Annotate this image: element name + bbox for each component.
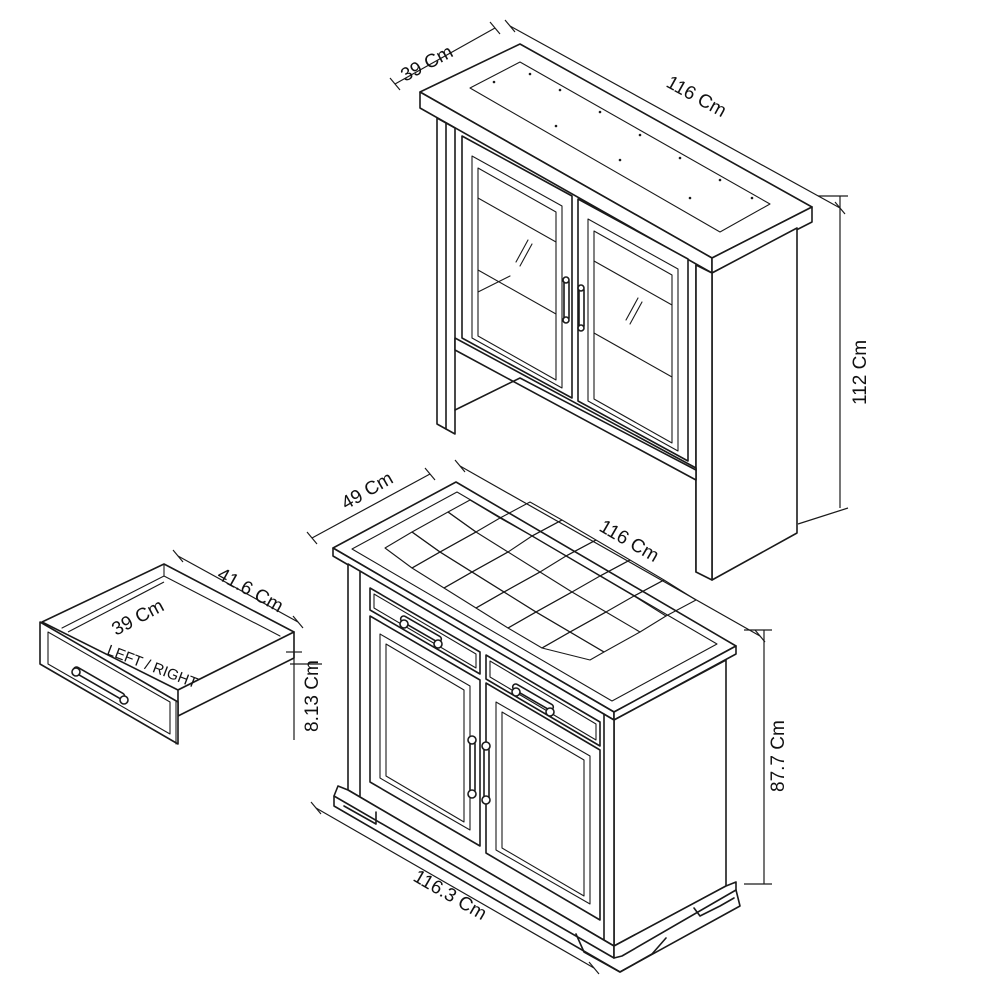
hutch-top-side-edge bbox=[711, 206, 813, 274]
drawer-pulls bbox=[399, 615, 555, 717]
hutch-bottom-rail bbox=[454, 337, 697, 481]
hutch-top-screws bbox=[492, 72, 754, 200]
sideboard-unit bbox=[332, 481, 741, 973]
hutch-back-base bbox=[454, 377, 697, 471]
hutch-top-recess bbox=[469, 61, 771, 233]
hutch-unit bbox=[419, 43, 813, 581]
sideboard-left-door bbox=[369, 615, 481, 847]
sideboard-top-pattern bbox=[384, 499, 697, 661]
sideboard-dimension-lines bbox=[306, 459, 772, 975]
hutch-dimension-lines bbox=[389, 19, 849, 525]
hutch-door-handles bbox=[562, 276, 585, 332]
hutch-left-door bbox=[461, 135, 573, 399]
hutch-right-post bbox=[695, 264, 713, 581]
hutch-width-label: 116 Cm bbox=[663, 72, 730, 122]
drawer-dimension-lines bbox=[67, 549, 322, 740]
sideboard-door-handles bbox=[467, 735, 491, 805]
drawer-height-label: 8.13 Cm bbox=[302, 660, 323, 732]
hutch-right-door bbox=[577, 198, 689, 462]
sideboard-top-side-edge bbox=[613, 645, 737, 721]
drawer-front-panel bbox=[39, 621, 179, 745]
sideboard-top-border bbox=[351, 491, 718, 702]
hutch-side-panel bbox=[711, 227, 798, 581]
sideboard-height-label: 87.7 Cm bbox=[768, 720, 789, 792]
hutch-height-label: 112 Cm bbox=[850, 340, 871, 405]
